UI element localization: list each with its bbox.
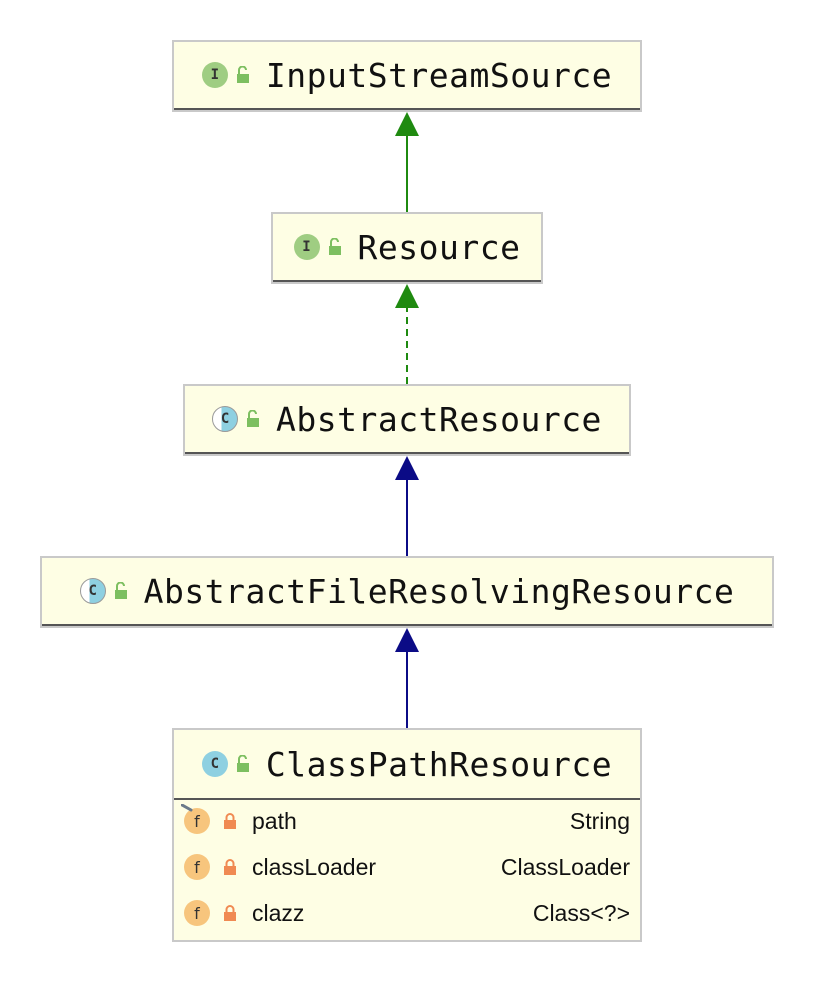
class-name: ClassPathResource [265,744,613,784]
open-lock-icon [328,238,341,255]
field-icon: f [184,900,210,926]
field-row-clazz[interactable]: f clazz Class<?> [174,890,640,936]
class-icon: C [201,751,228,777]
node-header: C AbstractResource [185,386,629,454]
node-resource[interactable]: I Resource [271,212,543,284]
edge-classpathresource-to-abstractfileresolvingresource [395,628,419,728]
field-type: String [569,807,630,834]
arrowhead [395,628,419,652]
node-inputstreamsource[interactable]: I InputStreamSource [172,40,642,112]
node-header: C AbstractFileResolvingResource [42,558,772,626]
open-lock-icon [247,410,260,427]
open-lock-icon [236,66,249,83]
edge-abstractfileresolvingresource-to-abstractresource [395,456,419,556]
field-list: f path String f classLoader ClassLoader … [174,798,640,936]
class-name: AbstractResource [276,399,602,439]
arrowhead [395,456,419,480]
class-name: InputStreamSource [265,55,613,95]
open-lock-icon [236,755,249,772]
pin-icon [181,804,193,812]
node-abstractfileresolvingresource[interactable]: C AbstractFileResolvingResource [40,556,774,628]
arrowhead [395,112,419,136]
lock-icon [224,813,236,829]
field-icon: f [184,854,210,880]
node-header: I InputStreamSource [174,42,640,110]
field-icon: f [181,804,210,834]
class-name: Resource [357,227,521,267]
edge-abstractresource-to-resource [395,284,419,384]
abstract-class-icon: C [79,578,106,604]
field-name: clazz [252,899,305,926]
arrowhead [395,284,419,308]
field-row-classloader[interactable]: f classLoader ClassLoader [174,844,640,890]
class-name: AbstractFileResolvingResource [143,571,735,611]
node-header: C ClassPathResource [174,730,640,800]
edge-resource-to-inputstreamsource [395,112,419,212]
node-header: I Resource [273,214,541,282]
node-classpathresource[interactable]: C ClassPathResource f path String f [172,728,642,942]
field-type: Class<?> [532,899,630,926]
open-lock-icon [114,582,127,599]
field-type: ClassLoader [500,853,630,880]
interface-icon: I [293,234,320,260]
lock-icon [224,859,236,875]
node-abstractresource[interactable]: C AbstractResource [183,384,631,456]
abstract-class-icon: C [212,406,239,432]
interface-icon: I [201,62,228,88]
field-row-path[interactable]: f path String [174,798,640,844]
lock-icon [224,905,236,921]
field-name: classLoader [252,853,377,880]
field-name: path [252,807,297,834]
